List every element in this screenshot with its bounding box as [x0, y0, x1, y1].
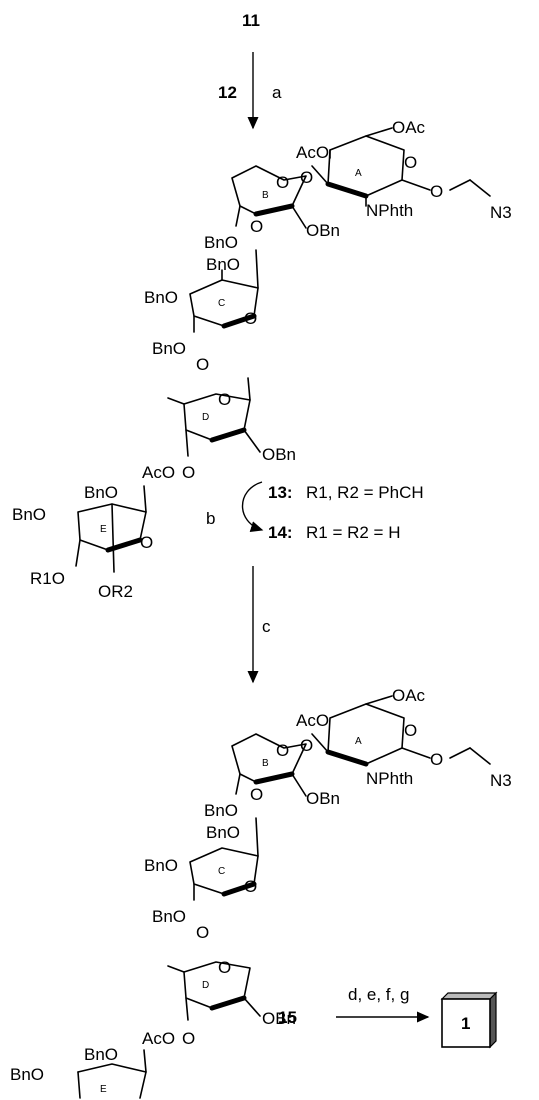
ring-b-oxygen-15: O — [276, 741, 289, 760]
ring-a-oxygen: O — [404, 153, 417, 172]
structure-15: A OAc AcO O O N3 NPhth O B O OBn BnO O C… — [10, 686, 512, 1099]
ring-a-oxygen-15: O — [404, 721, 417, 740]
ring-e-oxygen: O — [140, 533, 153, 552]
or2-label: OR2 — [98, 582, 133, 601]
ring-e-letter: E — [100, 524, 107, 535]
obn-b: OBn — [306, 221, 340, 240]
step-b-label: b — [206, 509, 215, 528]
structure-13-14: A OAc AcO O O N3 NPhth O B O OBn BnO O C… — [12, 118, 512, 601]
azide-n3: N3 — [490, 203, 512, 222]
aco-top: AcO — [296, 143, 329, 162]
anomeric-o-15: O — [430, 750, 443, 769]
bno-e1-15: BnO — [84, 1045, 118, 1064]
ring-c-letter-15: C — [218, 866, 225, 877]
step-c-label: c — [262, 617, 271, 636]
condition-14: R1 = R2 = H — [306, 523, 401, 542]
bno-b-15: BnO — [204, 801, 238, 820]
glyco-o-cd: O — [196, 355, 209, 374]
obn-b-15: OBn — [306, 789, 340, 808]
bno-e1: BnO — [84, 483, 118, 502]
ring-b-letter: B — [262, 190, 269, 201]
bno-e2-15: BnO — [10, 1065, 44, 1084]
glyco-o-de-15: O — [182, 1029, 195, 1048]
bno-b: BnO — [204, 233, 238, 252]
glyco-o-bc: O — [250, 217, 263, 236]
aco-d-15: AcO — [142, 1029, 175, 1048]
glyco-o-de: O — [182, 463, 195, 482]
glyco-o-cd-15: O — [196, 923, 209, 942]
azide-n3-15: N3 — [490, 771, 512, 790]
arrow-step-b — [241, 481, 264, 533]
aco-d: AcO — [142, 463, 175, 482]
ring-c-oxygen-15: O — [244, 877, 257, 896]
aco-15-top: AcO — [296, 711, 329, 730]
nphth: NPhth — [366, 201, 413, 220]
r1o-label: R1O — [30, 569, 65, 588]
obn-d: OBn — [262, 445, 296, 464]
ring-d-letter: D — [202, 412, 209, 423]
bno-e2: BnO — [12, 505, 46, 524]
condition-13: R1, R2 = PhCH — [306, 483, 424, 502]
bno-c1: BnO — [206, 255, 240, 274]
compound-13-label: 13: — [268, 483, 293, 502]
obn-d-15: OBn — [262, 1009, 296, 1028]
ring-c-letter: C — [218, 298, 225, 309]
compound-14-label: 14: — [268, 523, 293, 542]
compound-1-label: 1 — [461, 1014, 470, 1033]
ring-d-oxygen-15: O — [218, 958, 231, 977]
ring-b-bonds — [231, 165, 307, 215]
ring-e-letter-15: E — [100, 1084, 107, 1095]
ring-a-letter-15: A — [355, 736, 362, 747]
nphth-15: NPhth — [366, 769, 413, 788]
step-defg-label: d, e, f, g — [348, 985, 409, 1004]
ring-a-letter: A — [355, 168, 362, 179]
step-a-label: a — [272, 83, 282, 102]
bno-c3: BnO — [152, 339, 186, 358]
bno-c2-15: BnO — [144, 856, 178, 875]
ring-b-oxygen: O — [276, 173, 289, 192]
bno-c3-15: BnO — [152, 907, 186, 926]
ring-d-letter-15: D — [202, 980, 209, 991]
glyco-o-bc-15: O — [250, 785, 263, 804]
anomeric-o-a: O — [430, 182, 443, 201]
oac-top: OAc — [392, 118, 426, 137]
product-box: 1 — [440, 991, 498, 1049]
ring-c-oxygen: O — [244, 309, 257, 328]
bno-c2: BnO — [144, 288, 178, 307]
ring-d-oxygen: O — [218, 390, 231, 409]
ring-a-wedge — [325, 181, 369, 199]
compound-11-label: 11 — [242, 11, 260, 30]
compound-15-label: 15 — [278, 1008, 297, 1027]
bno-c1-15: BnO — [206, 823, 240, 842]
compound-12-label: 12 — [218, 83, 237, 102]
ring-b-letter-15: B — [262, 758, 269, 769]
oac-15: OAc — [392, 686, 426, 705]
